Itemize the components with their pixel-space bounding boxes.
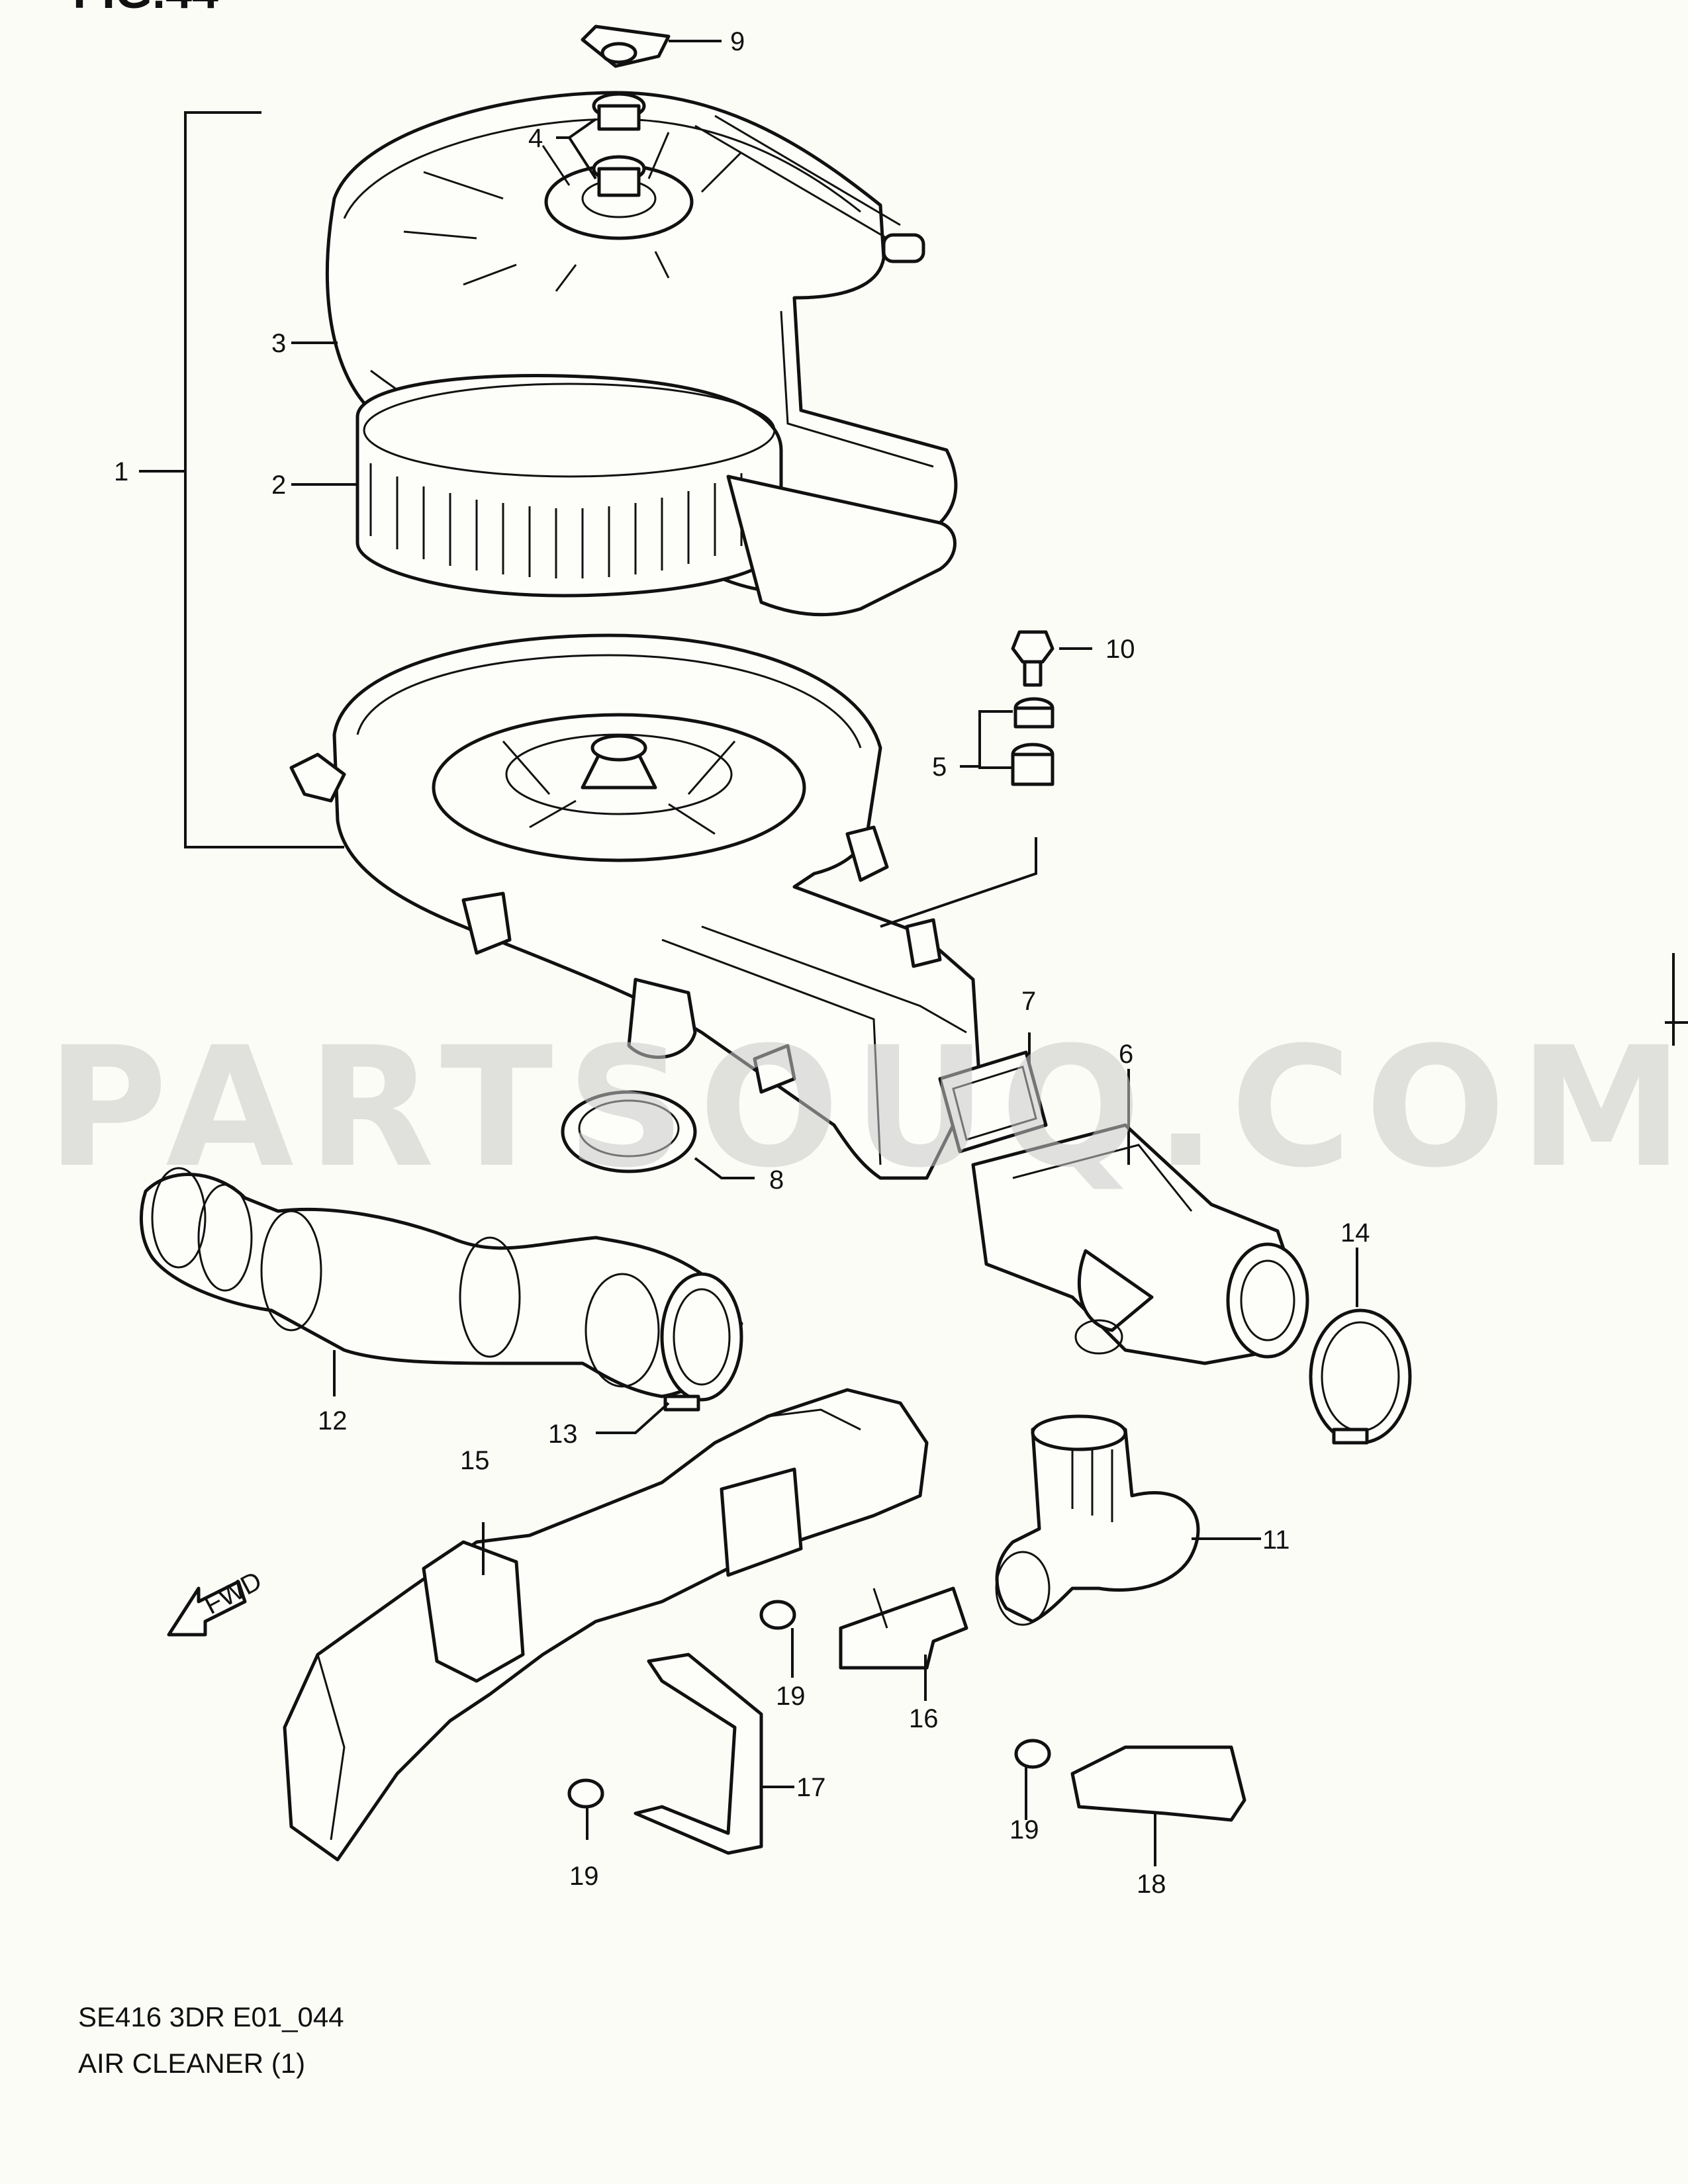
callout-7: 7: [1021, 987, 1036, 1016]
bracket-part: [839, 1586, 968, 1670]
bracket-part: [633, 1653, 763, 1855]
nut-part: [567, 1600, 1051, 1809]
hose-clamp-part: [660, 1272, 743, 1412]
callout-14: 14: [1340, 1218, 1370, 1248]
leader-lines: [139, 40, 1358, 1866]
callout-1: 1: [114, 457, 128, 486]
gasket-part: [938, 1050, 1048, 1154]
hose-clamp-part: [1309, 1308, 1412, 1445]
grommet-part: [1011, 697, 1055, 786]
callout-11: 11: [1262, 1525, 1290, 1555]
forward-arrow-icon: FWD: [167, 1566, 267, 1637]
callout-6: 6: [1119, 1040, 1133, 1069]
callout-15: 15: [460, 1446, 490, 1475]
watermark: PARTSOUQ.COM: [46, 1011, 1688, 1204]
caption-code: SE416 3DR E01_044: [78, 2001, 344, 2032]
air-duct-part: [283, 1388, 929, 1862]
callout-16: 16: [909, 1704, 939, 1733]
callout-18: 18: [1137, 1870, 1166, 1899]
bracket-part: [1070, 1745, 1246, 1822]
callout-8: 8: [769, 1165, 784, 1195]
callout-5: 5: [932, 752, 947, 782]
callout-2: 2: [271, 471, 286, 500]
intake-duct-part: [971, 1123, 1309, 1365]
air-cleaner-case-part: [289, 633, 982, 1180]
callout-19: 19: [1009, 1815, 1039, 1844]
figure-title: FIG.44: [73, 0, 218, 19]
callout-19: 19: [569, 1862, 599, 1891]
seal-ring-part: [561, 1090, 697, 1173]
callout-13: 13: [548, 1420, 578, 1449]
callout-4: 4: [528, 124, 543, 153]
edge-mark: [1665, 953, 1688, 1046]
callout-17: 17: [796, 1773, 826, 1802]
forward-arrow-label: FWD: [200, 1566, 267, 1620]
caption-title: AIR CLEANER (1): [78, 2048, 305, 2079]
callout-19: 19: [776, 1682, 806, 1711]
bolt-part: [1011, 630, 1055, 687]
callout-3: 3: [271, 329, 286, 358]
callout-10: 10: [1105, 635, 1135, 664]
filter-element-part: [355, 374, 957, 617]
wing-nut-part: [581, 24, 671, 68]
callout-labels: 1 2 3 4 5 6 7 8 9 10 11 12 13 14 15 16 1…: [114, 27, 1370, 1899]
inlet-pipe-part: [995, 1414, 1200, 1626]
cap-nut-part: [592, 92, 646, 197]
callout-12: 12: [318, 1406, 348, 1435]
callout-9: 9: [730, 27, 745, 56]
